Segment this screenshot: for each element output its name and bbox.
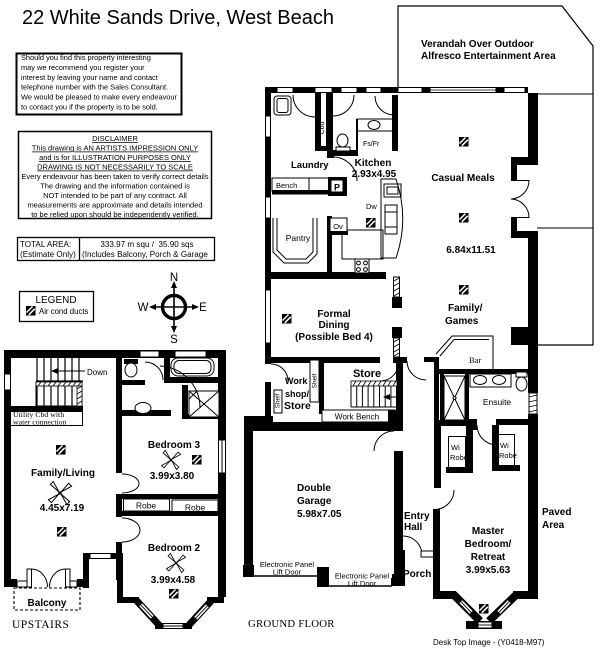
svg-text:GROUND FLOOR: GROUND FLOOR <box>248 618 335 630</box>
svg-text:This drawing is AN ARTISTS IMP: This drawing is AN ARTISTS IMPRESSION ON… <box>32 144 198 153</box>
svg-text:Family/Living: Family/Living <box>31 468 95 479</box>
svg-text:3.99x4.58: 3.99x4.58 <box>151 575 196 586</box>
svg-text:Electronic Panel: Electronic Panel <box>335 572 390 581</box>
svg-text:Hall: Hall <box>404 522 423 533</box>
svg-text:Balcony: Balcony <box>28 598 67 609</box>
svg-text:(Includes Balcony, Porch & Gar: (Includes Balcony, Porch & Garage <box>82 250 208 259</box>
svg-text:Pantry: Pantry <box>286 233 311 243</box>
svg-text:Utility Cbd with: Utility Cbd with <box>13 410 64 419</box>
svg-text:Fs/Fr: Fs/Fr <box>363 141 380 148</box>
svg-text:Alfresco Entertainment Area: Alfresco Entertainment Area <box>421 51 556 62</box>
svg-text:22 White Sands Drive, West Bea: 22 White Sands Drive, West Beach <box>22 7 334 29</box>
svg-text:Formal: Formal <box>317 309 351 320</box>
svg-text:The drawing and the informatio: The drawing and the information containe… <box>40 182 190 191</box>
svg-text:(Estimate Only): (Estimate Only) <box>20 250 76 259</box>
svg-text:Down: Down <box>87 368 107 377</box>
svg-text:333.97 m squ / 35.90 sqs: 333.97 m squ / 35.90 sqs <box>100 240 193 249</box>
svg-text:W: W <box>138 302 149 314</box>
svg-text:Garage: Garage <box>297 496 332 507</box>
svg-text:Bedroom 2: Bedroom 2 <box>148 543 201 554</box>
svg-text:DISCLAIMER: DISCLAIMER <box>92 134 138 143</box>
svg-text:Verandah Over Outdoor: Verandah Over Outdoor <box>421 39 534 50</box>
svg-text:TOTAL AREA:: TOTAL AREA: <box>20 240 71 249</box>
svg-text:Bedroom 3: Bedroom 3 <box>148 440 201 451</box>
svg-text:Games: Games <box>445 316 479 327</box>
svg-text:interest by leaving your name: interest by leaving your name and contac… <box>21 73 158 82</box>
svg-text:Desk Top Image - (Y0418-M97): Desk Top Image - (Y0418-M97) <box>433 638 545 647</box>
svg-text:Lift Door: Lift Door <box>273 568 302 577</box>
svg-text:DRAWING IS NOT NECESSARILY TO: DRAWING IS NOT NECESSARILY TO SCALE <box>37 163 193 172</box>
svg-text:We would be pleased to make ev: We would be pleased to make every endeav… <box>21 93 178 102</box>
svg-text:shop/: shop/ <box>285 389 309 399</box>
svg-text:2.93x4.95: 2.93x4.95 <box>352 169 397 180</box>
svg-text:UPSTAIRS: UPSTAIRS <box>12 619 69 631</box>
svg-text:Ensuite: Ensuite <box>483 397 512 407</box>
svg-text:Lift Door: Lift Door <box>348 579 377 588</box>
svg-text:Electronic Panel: Electronic Panel <box>260 560 315 569</box>
svg-text:Work: Work <box>285 376 308 386</box>
svg-text:S: S <box>170 334 178 346</box>
svg-text:Dining: Dining <box>318 320 349 331</box>
svg-text:Robe: Robe <box>136 501 157 511</box>
svg-text:Double: Double <box>297 483 331 494</box>
svg-text:Robe: Robe <box>499 451 517 460</box>
svg-text:Retreat: Retreat <box>471 552 506 563</box>
svg-text:4.45x7.19: 4.45x7.19 <box>40 503 85 514</box>
svg-text:N: N <box>170 272 178 284</box>
svg-text:Cbd: Cbd <box>319 121 326 134</box>
svg-text:to be relied upon should be in: to be relied upon should be independentl… <box>31 210 199 219</box>
svg-text:3.99x3.80: 3.99x3.80 <box>150 471 195 482</box>
svg-text:Robe: Robe <box>450 453 468 462</box>
svg-text:Entry: Entry <box>404 511 430 522</box>
svg-text:Kitchen: Kitchen <box>355 158 392 169</box>
svg-text:measurements are approximate a: measurements are approximate and details… <box>27 201 202 210</box>
svg-text:water connection: water connection <box>13 418 67 427</box>
svg-text:LEGEND: LEGEND <box>35 295 76 306</box>
svg-text:Area: Area <box>542 520 565 531</box>
svg-text:Bar: Bar <box>469 355 481 365</box>
svg-text:NOT intended to be part of any: NOT intended to be part of any contract.… <box>43 191 187 200</box>
svg-text:may we recommend you register: may we recommend you register your <box>21 63 145 72</box>
svg-text:Ov: Ov <box>333 222 343 231</box>
svg-text:E: E <box>199 302 207 314</box>
svg-text:Should you find this property: Should you find this property interestin… <box>21 53 151 62</box>
svg-text:5.98x7.05: 5.98x7.05 <box>297 509 342 520</box>
svg-text:and is for ILLUSTRATION PURPOS: and is for ILLUSTRATION PURPOSES ONLY <box>39 153 191 162</box>
svg-text:telephone number with the Sale: telephone number with the Sales Consulta… <box>21 83 168 92</box>
svg-text:(Possible Bed 4): (Possible Bed 4) <box>295 332 373 343</box>
svg-text:Laundry: Laundry <box>291 160 329 171</box>
svg-text:Bedroom/: Bedroom/ <box>465 539 512 550</box>
svg-text:Casual Meals: Casual Meals <box>431 173 495 184</box>
svg-text:Family/: Family/ <box>448 303 483 314</box>
svg-text:Paved: Paved <box>542 507 571 518</box>
svg-text:Shelf: Shelf <box>312 373 319 388</box>
svg-text:Air cond ducts: Air cond ducts <box>39 307 89 316</box>
svg-text:Store: Store <box>353 368 381 380</box>
svg-text:Work Bench: Work Bench <box>335 413 380 422</box>
svg-text:Porch: Porch <box>403 569 431 580</box>
svg-text:Every endeavour has been taken: Every endeavour has been taken to verify… <box>21 172 208 181</box>
svg-text:Bench: Bench <box>276 181 297 190</box>
svg-text:Robe: Robe <box>185 503 206 513</box>
svg-text:Shelf: Shelf <box>275 393 282 408</box>
svg-text:Dw: Dw <box>366 202 377 211</box>
svg-text:Wi: Wi <box>500 441 509 450</box>
svg-text:Store: Store <box>284 400 311 412</box>
svg-text:Master: Master <box>472 526 504 537</box>
svg-text:P: P <box>334 183 340 193</box>
svg-text:6.84x11.51: 6.84x11.51 <box>446 245 496 256</box>
svg-text:3.99x5.63: 3.99x5.63 <box>466 565 511 576</box>
svg-text:Wi: Wi <box>451 443 460 452</box>
svg-text:to contact you if the property: to contact you if the property is to be … <box>21 103 158 112</box>
